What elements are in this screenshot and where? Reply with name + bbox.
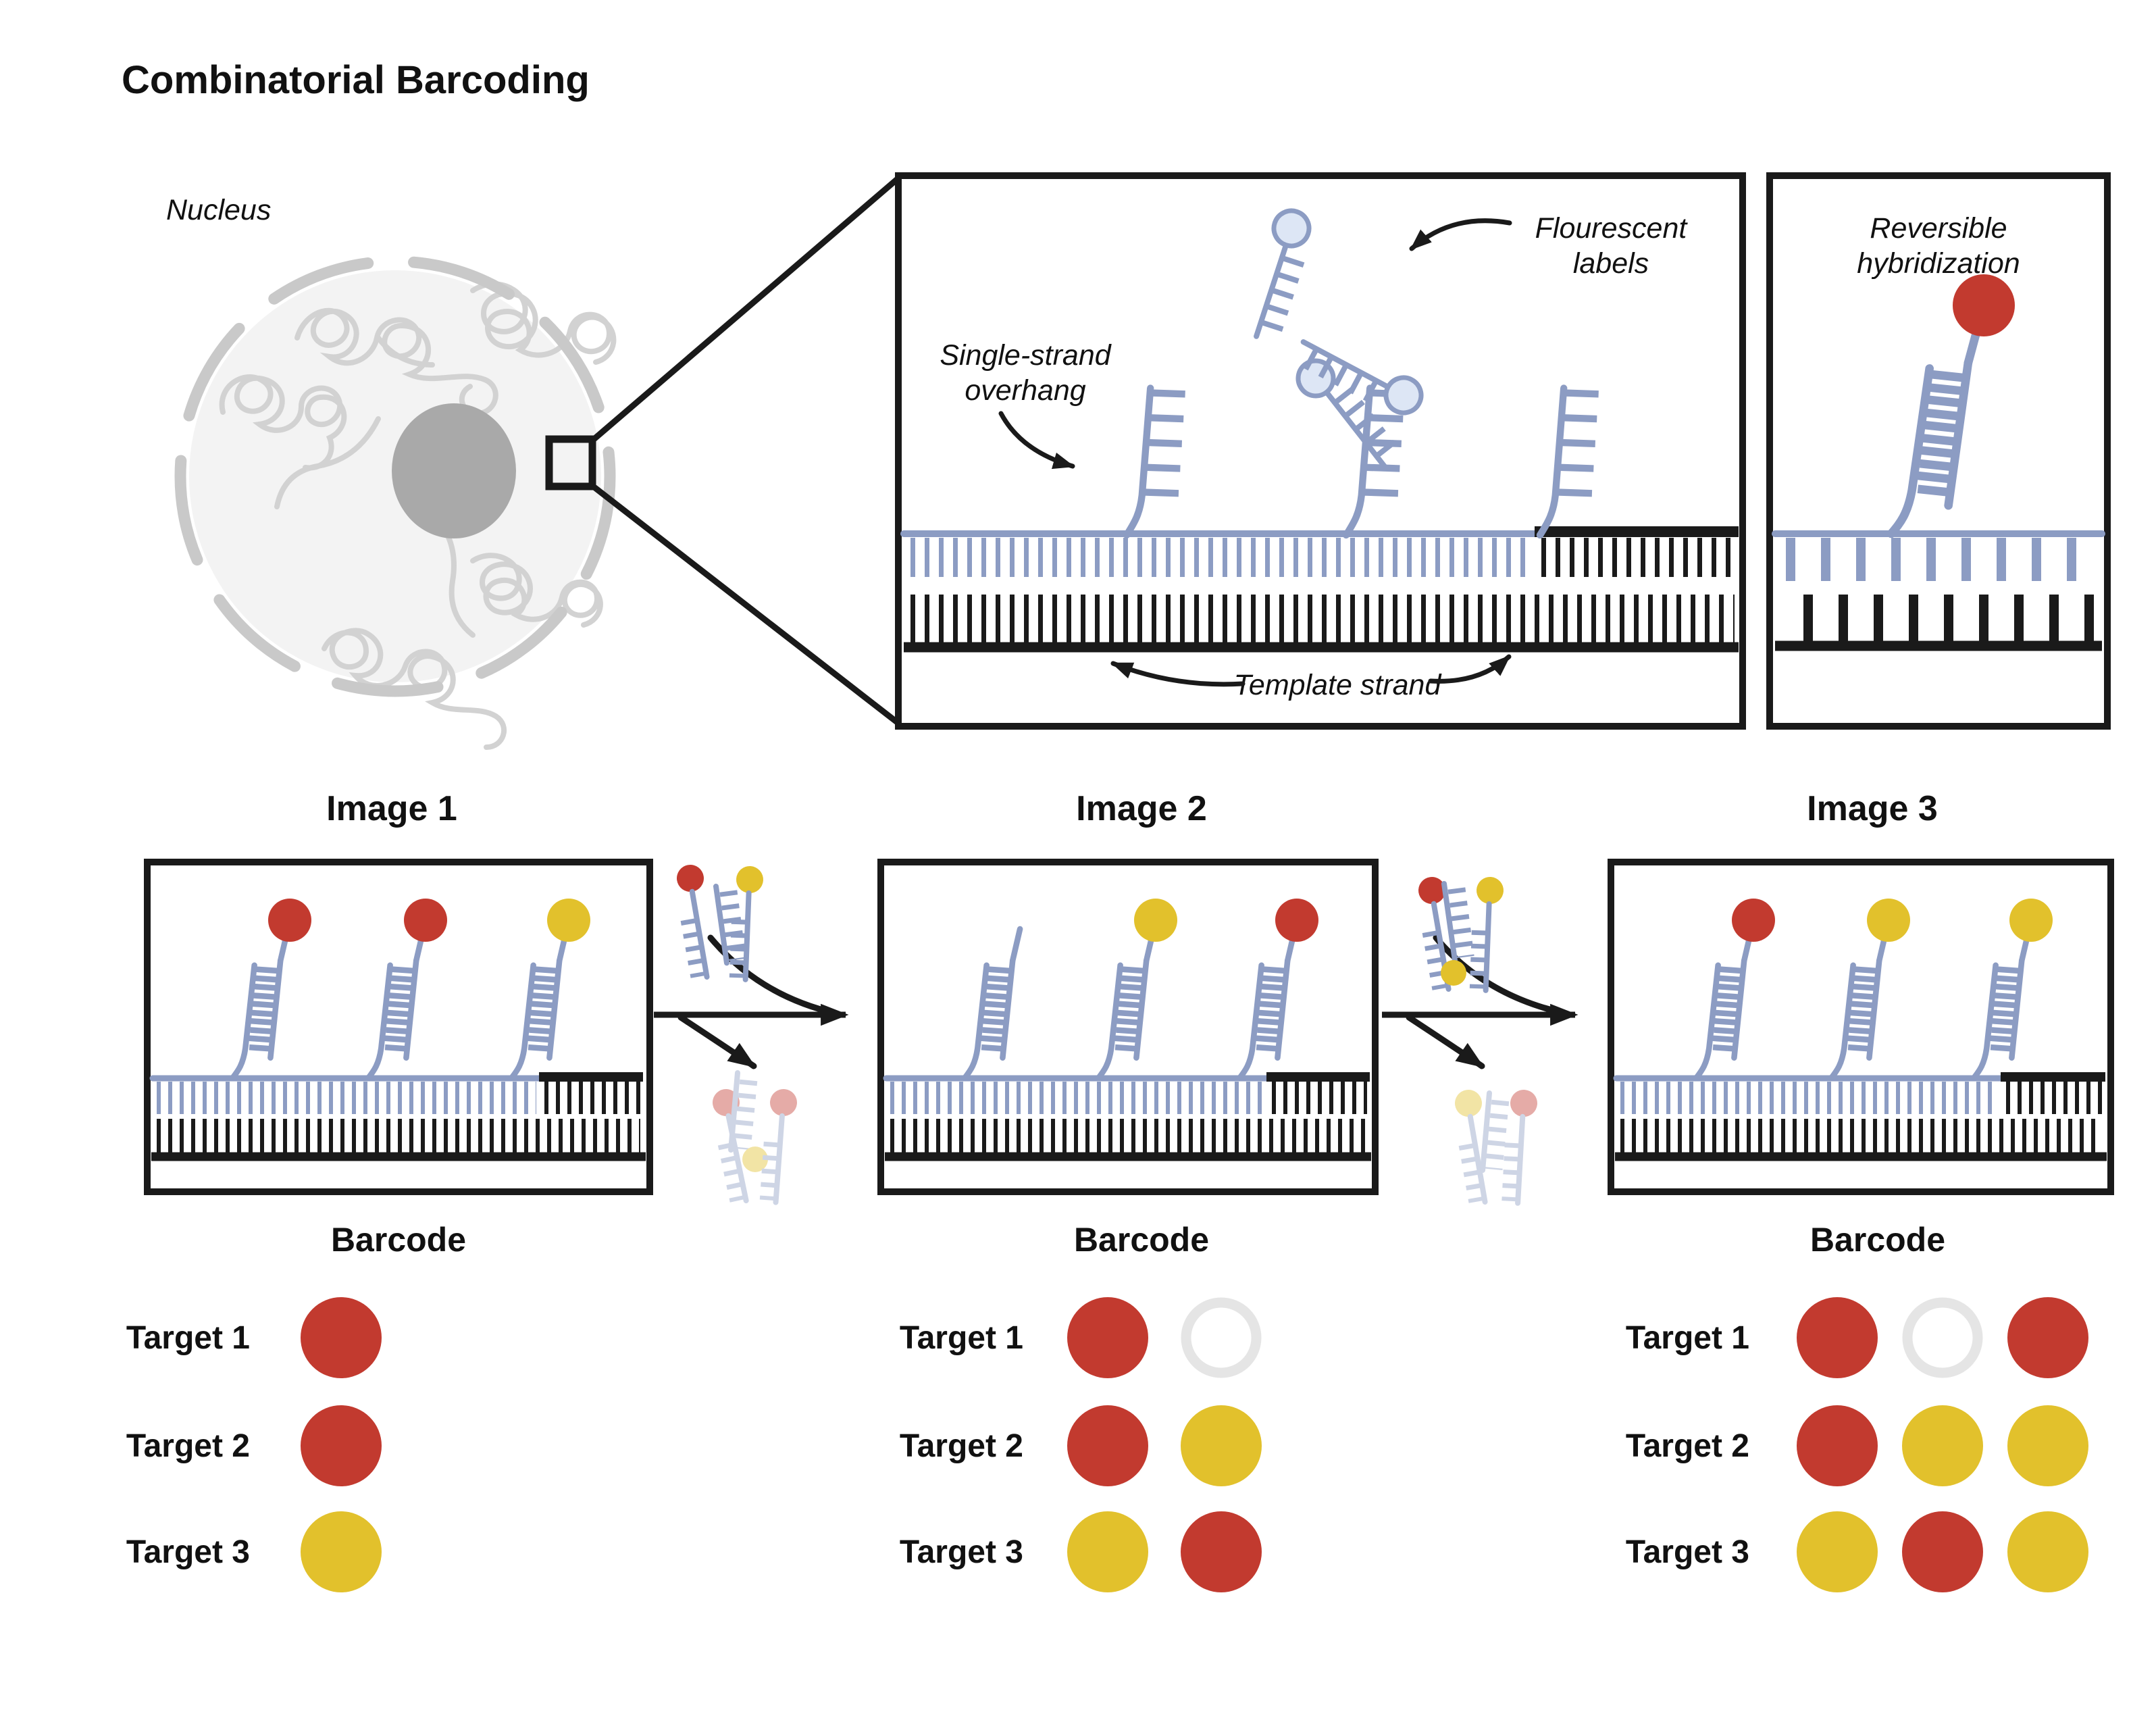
barcode-title: Barcode	[331, 1221, 466, 1259]
image-1-label: Image 1	[326, 789, 457, 828]
fluorescent-probe-icon	[1295, 326, 1424, 415]
template-strand-label: Template strand	[1234, 669, 1443, 701]
barcode-dot-red	[1797, 1405, 1878, 1486]
nucleus-label: Nucleus	[166, 194, 271, 226]
probe-label-dot	[1867, 899, 1910, 942]
image-2-label: Image 2	[1076, 789, 1207, 828]
image-panel-1	[144, 859, 653, 1195]
probe-out-curve	[1406, 1014, 1485, 1069]
barcode-dot-yellow	[301, 1511, 382, 1592]
nuclear-envelope	[174, 255, 616, 697]
barcode-dot-red	[1797, 1297, 1878, 1378]
fluorescent-labels-note: Flourescent	[1535, 212, 1689, 245]
incoming-probes	[675, 865, 763, 980]
barcode-dot-red	[1902, 1511, 1983, 1592]
barcode-section-1: Barcode Target 1 Target 2 Target 3	[126, 1221, 466, 1592]
released-probes	[713, 1073, 797, 1203]
barcode-dot-red	[301, 1405, 382, 1486]
overhang-note-2: overhang	[965, 374, 1085, 407]
image-panel-3	[1608, 859, 2114, 1195]
barcode-dot-empty	[1902, 1297, 1983, 1378]
target-1-label: Target 1	[900, 1320, 1023, 1356]
barcode-dot-grid	[301, 1297, 382, 1592]
barcode-dot-red	[1067, 1297, 1148, 1378]
probe-label-dot	[547, 899, 590, 942]
barcode-section-3: Barcode Target 1 Target 2 Target 3	[1626, 1221, 2088, 1592]
reversible-note: Reversible	[1870, 212, 2007, 245]
probe-label-dot	[1134, 899, 1177, 942]
zoom-connector-bottom	[590, 483, 902, 727]
probe-label-dot	[268, 899, 311, 942]
zoom-connector-top	[590, 174, 902, 443]
target-3-label: Target 3	[1626, 1534, 1749, 1570]
image-3-label: Image 3	[1807, 789, 1938, 828]
template-arrow-left	[1110, 661, 1246, 687]
template-strand	[900, 526, 1739, 653]
fluorescent-labels-note-2: labels	[1573, 247, 1649, 280]
barcode-dot-yellow	[2007, 1511, 2088, 1592]
barcode-dot-grid	[1797, 1297, 2088, 1592]
nucleus-figure: Nucleus	[166, 174, 902, 750]
transition-2	[1382, 875, 1578, 1204]
barcode-section-2: Barcode Target 1 Target 2 Target 3	[900, 1221, 1262, 1592]
template-arrow-right	[1428, 654, 1512, 684]
page-title: Combinatorial Barcoding	[122, 58, 590, 102]
target-3-label: Target 3	[126, 1534, 250, 1570]
target-1-label: Target 1	[1626, 1320, 1749, 1356]
barcode-dot-yellow	[1181, 1405, 1262, 1486]
barcode-dot-yellow	[1902, 1405, 1983, 1486]
fluorescent-arrow	[1409, 218, 1512, 251]
image-panel-2	[877, 859, 1379, 1195]
released-probes	[1453, 1088, 1537, 1204]
barcode-dot-yellow	[1067, 1511, 1148, 1592]
barcode-dot-grid	[1067, 1297, 1262, 1592]
fluorescent-probe-icon	[1239, 208, 1312, 342]
probe-label-dot	[1275, 899, 1318, 942]
probe-label-dot	[1732, 899, 1775, 942]
transition-1	[654, 865, 849, 1203]
template-strand-short	[1772, 530, 2105, 651]
barcode-dot-red	[2007, 1297, 2088, 1378]
chromatin-squiggles	[219, 281, 617, 750]
barcode-dot-red	[1181, 1511, 1262, 1592]
barcode-dot-empty	[1181, 1297, 1262, 1378]
probe-in-curve	[1433, 934, 1569, 1017]
reversible-note-2: hybridization	[1857, 247, 2020, 280]
zoom-region-square	[545, 435, 596, 490]
overhang-note: Single-strand	[940, 339, 1112, 372]
reversible-panel: Reversible hybridization	[1766, 172, 2111, 730]
target-2-label: Target 2	[900, 1428, 1023, 1464]
target-2-label: Target 2	[1626, 1428, 1749, 1464]
barcode-dot-red	[1067, 1405, 1148, 1486]
barcode-dot-yellow	[1797, 1511, 1878, 1592]
target-2-label: Target 2	[126, 1428, 250, 1464]
probe-label-dot	[404, 899, 447, 942]
probe-label-dot	[2009, 899, 2053, 942]
barcode-dot-yellow	[2007, 1405, 2088, 1486]
overhang-arrow	[998, 411, 1075, 470]
barcode-title: Barcode	[1810, 1221, 1945, 1259]
nucleolus	[392, 403, 516, 538]
incoming-probes	[1416, 875, 1504, 991]
probe-out-curve	[677, 1014, 757, 1069]
target-3-label: Target 3	[900, 1534, 1023, 1570]
target-1-label: Target 1	[126, 1320, 250, 1356]
red-fluorophore	[1953, 274, 2015, 336]
barcode-dot-red	[301, 1297, 382, 1378]
barcode-title: Barcode	[1074, 1221, 1209, 1259]
zoom-inset-panel: Flourescent labels Single-strand overhan…	[895, 172, 1746, 730]
